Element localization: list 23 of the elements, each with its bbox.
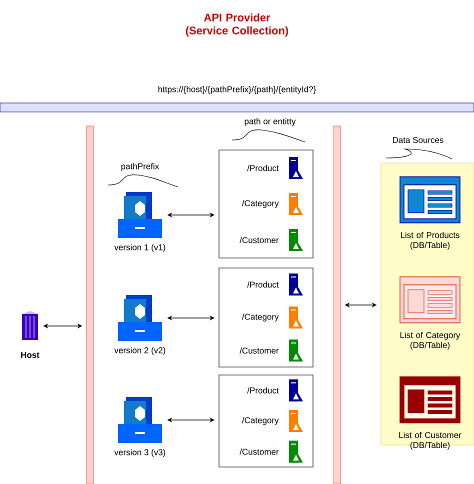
panel-heading: Data Sources xyxy=(392,137,444,143)
path-label: /Customer xyxy=(240,448,279,455)
version-label: version 3 (v3) xyxy=(114,449,166,457)
path-label: /Product xyxy=(247,164,279,172)
path-label: /Category xyxy=(242,314,279,322)
path-label: /Product xyxy=(247,387,279,394)
annotation-label: https://{host}/{pathPrefix}/{path}/{entityId?} xyxy=(158,86,316,94)
annotation-label: path or entitty xyxy=(244,118,296,126)
path-label: /Category xyxy=(242,417,279,425)
table-label: List of Category (DB/Table) xyxy=(400,332,460,350)
path-label: /Category xyxy=(242,200,279,208)
table-label: List of Products (DB/Table) xyxy=(400,232,460,250)
version-label: version 2 (v2) xyxy=(114,347,166,355)
vertical-bar xyxy=(86,126,94,484)
annotation-label: pathPrefix xyxy=(121,163,160,171)
vertical-bar xyxy=(333,126,341,484)
version-label: version 1 (v1) xyxy=(114,244,166,252)
table-label: List of Customer (DB/Table) xyxy=(399,432,462,450)
host-label: Host xyxy=(21,352,40,358)
path-label: /Customer xyxy=(240,347,279,354)
path-label: /Product xyxy=(247,281,279,288)
path-label: /Customer xyxy=(240,236,279,244)
title: API Provider (Service Collection) xyxy=(186,13,288,37)
